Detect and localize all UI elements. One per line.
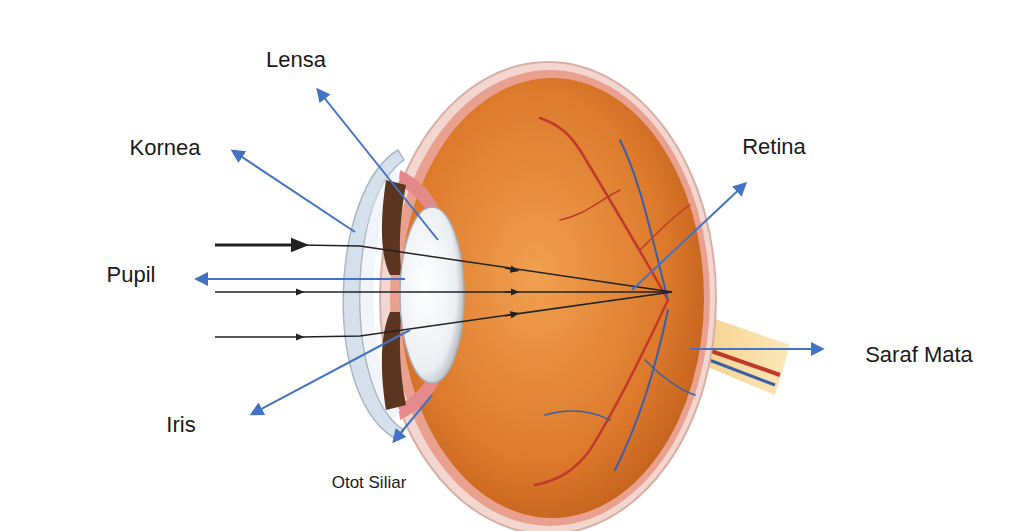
part-label: Otot Siliar [332, 474, 407, 493]
label-box: Iris [166, 413, 195, 437]
label-box: Kornea [130, 136, 201, 160]
label-box: Otot Siliar [332, 474, 407, 493]
label-box: Lensa [266, 48, 326, 72]
part-label: Lensa [266, 48, 326, 72]
sclera [380, 62, 716, 531]
part-label: Pupil [107, 263, 156, 287]
blood-vessels [535, 118, 695, 485]
part-label: Saraf Mata [865, 343, 973, 367]
vitreous [400, 78, 704, 518]
label-box: Pupil [107, 263, 156, 287]
choroid [390, 70, 710, 526]
light-rays [215, 245, 672, 337]
part-label: Retina [742, 135, 806, 159]
label-box: Retina [742, 135, 806, 159]
leader-arrows [197, 90, 822, 441]
part-label: Iris [166, 413, 195, 437]
part-label: Kornea [130, 136, 201, 160]
label-box: Saraf Mata [865, 343, 973, 367]
